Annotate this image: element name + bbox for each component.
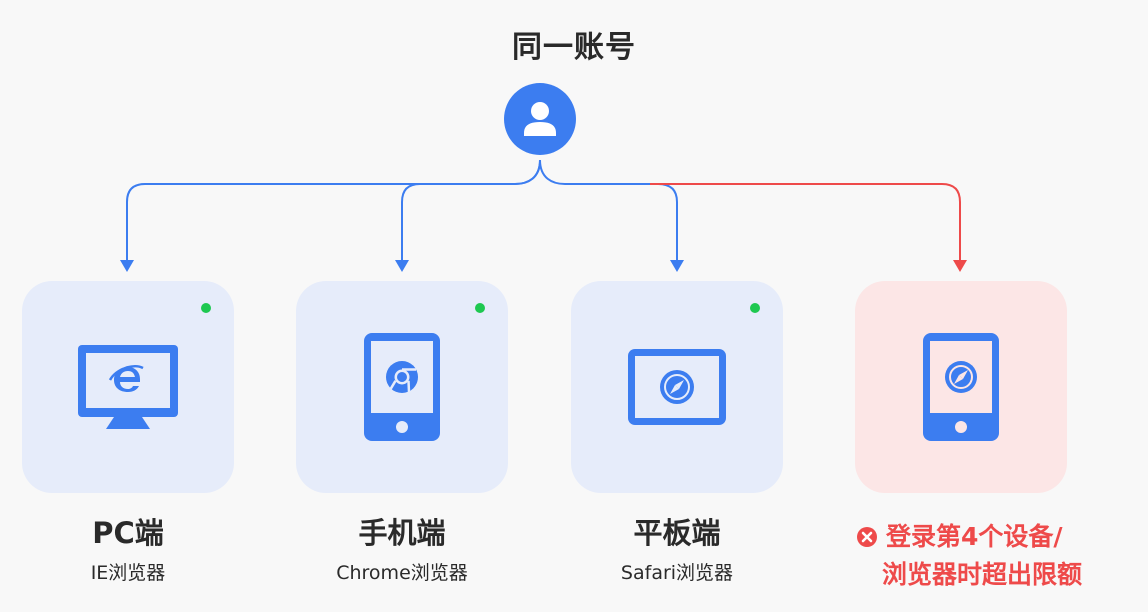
- online-status-dot: [750, 303, 760, 313]
- chrome-browser-icon: [386, 361, 418, 394]
- connector-blocked: [650, 183, 961, 262]
- connector-pc: [126, 159, 541, 262]
- device-card-blocked: [855, 281, 1067, 493]
- blocked-message: 登录第4个设备/ 浏览器时超出限额: [856, 518, 1146, 594]
- online-status-dot: [201, 303, 211, 313]
- blocked-message-line2: 浏览器时超出限额: [882, 560, 1083, 589]
- connector-lines: [120, 159, 967, 272]
- desktop-monitor-icon: [78, 345, 178, 429]
- arrow-tablet: [670, 260, 684, 272]
- tablet-icon: [628, 349, 726, 425]
- browser-name-phone: Chrome浏览器: [336, 562, 468, 584]
- device-name-tablet: 平板端: [633, 516, 721, 550]
- ie-browser-icon: [108, 364, 144, 392]
- safari-browser-icon: [945, 361, 977, 393]
- device-card-phone: [296, 281, 508, 493]
- connector-phone: [401, 159, 541, 262]
- arrow-phone: [395, 260, 409, 272]
- blocked-message-line1: 登录第4个设备/: [886, 522, 1063, 551]
- device-name-phone: 手机端: [358, 516, 446, 550]
- arrow-blocked: [953, 260, 967, 272]
- online-status-dot: [475, 303, 485, 313]
- page-title: 同一账号: [512, 30, 636, 65]
- account-avatar: [504, 83, 576, 155]
- arrow-pc: [120, 260, 134, 272]
- user-avatar-icon: [524, 102, 556, 136]
- error-x-icon: [857, 527, 877, 547]
- device-card-tablet: [571, 281, 783, 493]
- device-name-pc: PC端: [92, 516, 164, 550]
- phone-icon: [364, 333, 440, 441]
- browser-name-pc: IE浏览器: [90, 562, 166, 584]
- browser-name-tablet: Safari浏览器: [620, 562, 734, 584]
- phone-icon: [923, 333, 999, 441]
- safari-browser-icon: [660, 370, 694, 404]
- connector-tablet: [539, 159, 678, 262]
- device-card-pc: [22, 281, 234, 493]
